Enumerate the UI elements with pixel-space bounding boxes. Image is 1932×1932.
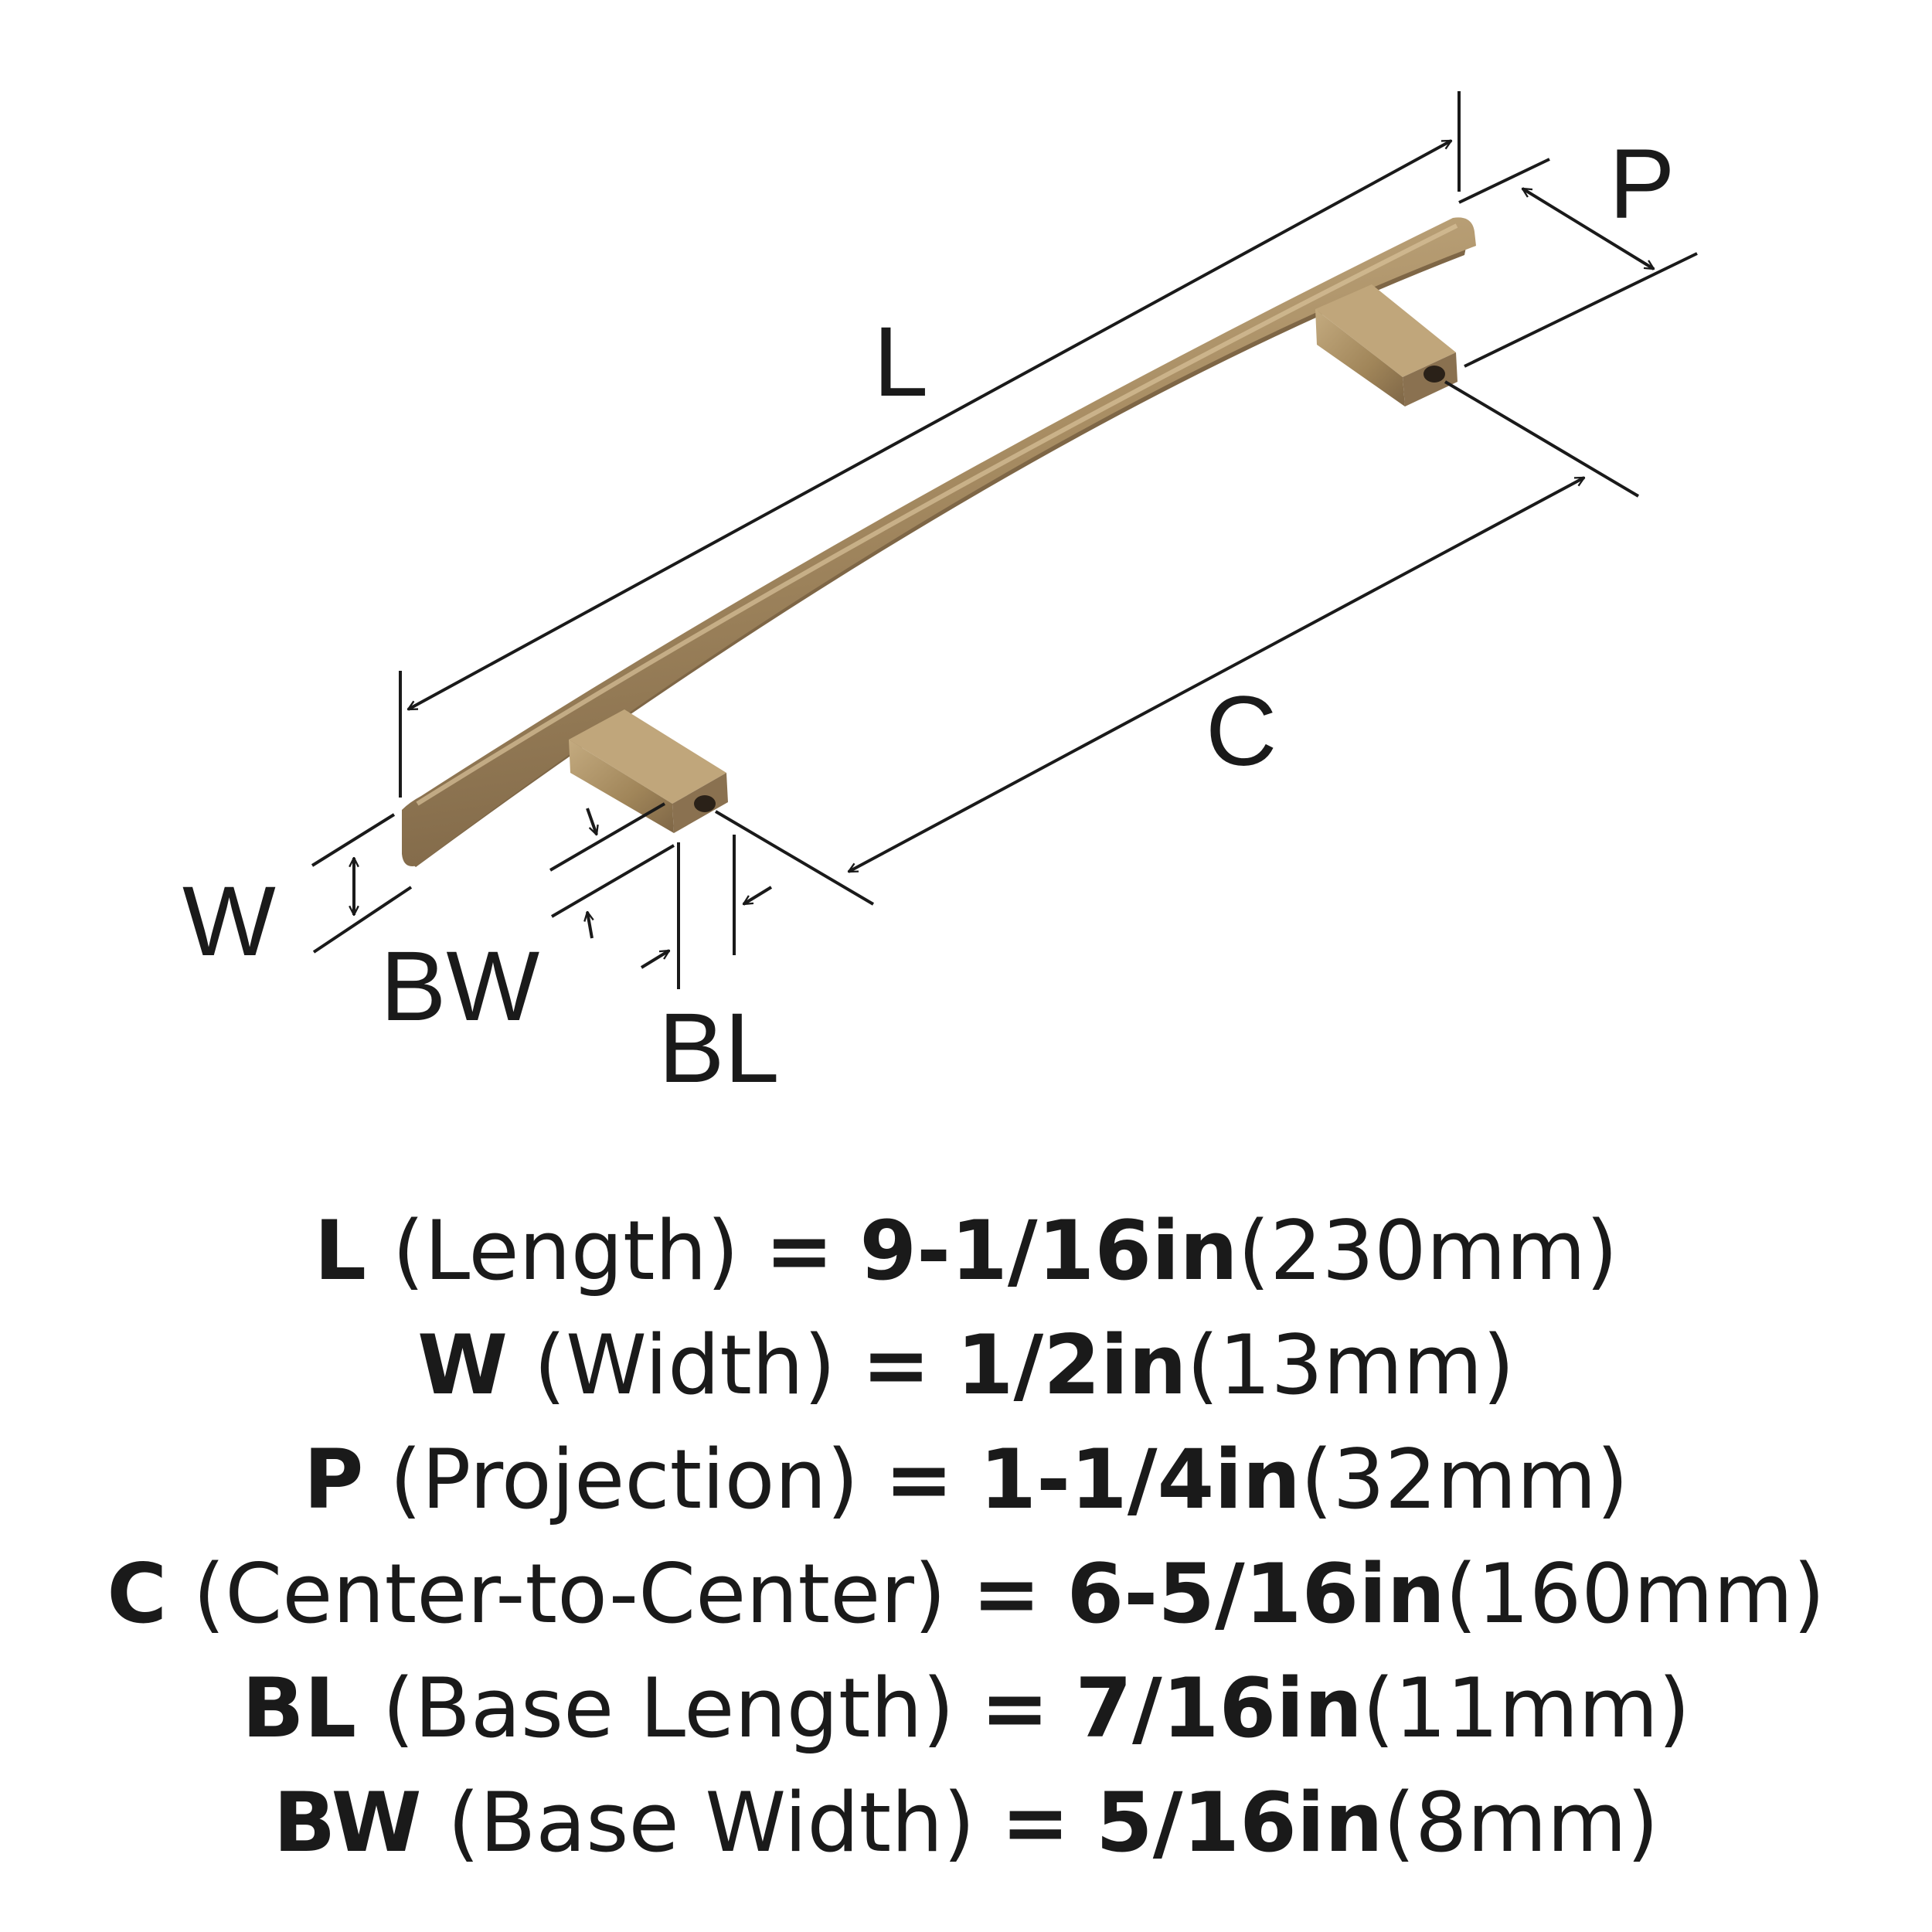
spec-description: (Projection) xyxy=(389,1432,859,1527)
spec-projection: P (Projection) = 1-1/4in(32mm) xyxy=(0,1423,1932,1537)
length-dimension-arrow xyxy=(408,139,1451,711)
spec-width: W (Width) = 1/2in(13mm) xyxy=(0,1308,1932,1423)
right-post-screw-hole xyxy=(1423,366,1445,383)
spec-imperial: 1/2in xyxy=(956,1318,1187,1413)
spec-metric: (13mm) xyxy=(1186,1318,1515,1413)
center-extension-left xyxy=(714,810,875,906)
spec-key: C xyxy=(107,1546,168,1641)
base-width-arrow-bottom xyxy=(587,912,592,939)
projection-dimension-arrow xyxy=(1522,187,1654,270)
pull-handle-diagram: L P C W BW BL xyxy=(182,91,1698,1104)
spec-description: (Base Width) xyxy=(447,1775,975,1870)
spec-description: (Base Length) xyxy=(382,1661,955,1756)
spec-metric: (11mm) xyxy=(1362,1661,1691,1756)
label-projection: P xyxy=(1609,129,1675,240)
spec-metric: (230mm) xyxy=(1237,1203,1618,1298)
right-post xyxy=(1315,284,1458,406)
bar-bottom-face xyxy=(406,236,1468,867)
spec-key: BW xyxy=(273,1775,422,1870)
spec-metric: (8mm) xyxy=(1383,1775,1659,1870)
label-base-length: BL xyxy=(658,993,780,1104)
spec-description: (Length) xyxy=(392,1203,740,1298)
spec-description: (Center-to-Center) xyxy=(192,1546,947,1641)
spec-base-width: BW (Base Width) = 5/16in(8mm) xyxy=(0,1766,1932,1880)
spec-imperial: 6-5/16in xyxy=(1066,1546,1446,1641)
base-length-arrow-right xyxy=(743,886,773,906)
base-width-extension-top xyxy=(549,802,666,872)
projection-extension-top xyxy=(1458,158,1550,204)
left-post xyxy=(569,709,728,833)
spec-equals: = xyxy=(884,1432,954,1527)
label-center: C xyxy=(1206,676,1277,787)
spec-imperial: 7/16in xyxy=(1075,1661,1363,1756)
spec-equals: = xyxy=(971,1546,1041,1641)
pull-handle xyxy=(402,217,1476,867)
spec-center-to-center: C (Center-to-Center) = 6-5/16in(160mm) xyxy=(0,1537,1932,1651)
width-extension-top xyxy=(311,813,396,867)
spec-key: P xyxy=(303,1432,364,1527)
label-length: L xyxy=(873,307,928,417)
dimension-lines xyxy=(311,91,1698,989)
center-dimension-arrow xyxy=(849,476,1584,873)
spec-imperial: 9-1/16in xyxy=(859,1203,1238,1298)
base-width-extension-bottom xyxy=(550,844,675,918)
base-length-arrow-left xyxy=(640,949,669,969)
spec-equals: = xyxy=(1001,1775,1070,1870)
spec-imperial: 5/16in xyxy=(1095,1775,1383,1870)
specification-list: L (Length) = 9-1/16in(230mm) W (Width) =… xyxy=(0,1194,1932,1880)
spec-key: L xyxy=(314,1203,367,1298)
spec-length: L (Length) = 9-1/16in(230mm) xyxy=(0,1194,1932,1308)
spec-equals: = xyxy=(862,1318,930,1413)
spec-key: W xyxy=(417,1318,509,1413)
width-extension-bottom xyxy=(312,886,413,954)
spec-imperial: 1-1/4in xyxy=(979,1432,1301,1527)
center-extension-right xyxy=(1444,380,1640,498)
left-post-screw-hole xyxy=(694,795,716,812)
spec-metric: (160mm) xyxy=(1445,1546,1825,1641)
spec-metric: (32mm) xyxy=(1301,1432,1629,1527)
label-width: W xyxy=(182,866,276,977)
label-base-width: BW xyxy=(380,931,539,1042)
projection-extension-bottom xyxy=(1464,252,1698,368)
spec-key: BL xyxy=(241,1661,357,1756)
spec-description: (Width) xyxy=(533,1318,836,1413)
spec-equals: = xyxy=(980,1661,1049,1756)
base-width-arrow-top xyxy=(586,808,597,835)
spec-base-length: BL (Base Length) = 7/16in(11mm) xyxy=(0,1651,1932,1766)
spec-equals: = xyxy=(764,1203,834,1298)
